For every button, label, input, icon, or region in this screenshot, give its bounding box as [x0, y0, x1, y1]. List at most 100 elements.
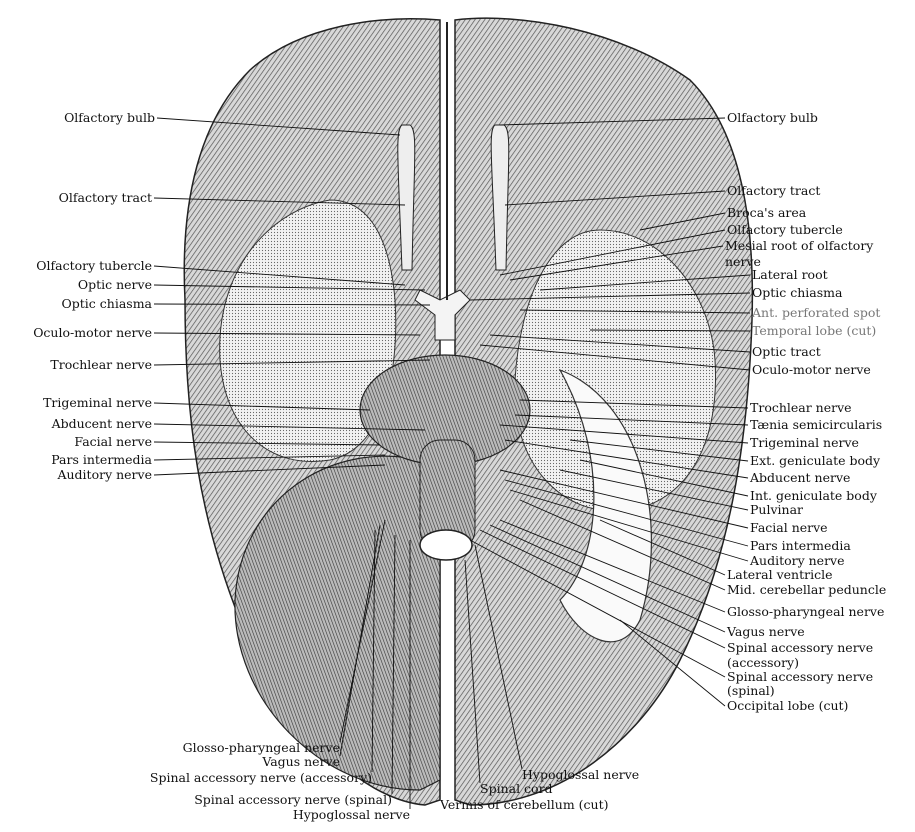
left-olfactory-tract — [397, 124, 416, 271]
label-right: Pars intermedia — [750, 538, 851, 553]
leader-line — [639, 212, 726, 231]
leader-line — [569, 439, 749, 462]
label-right: (spinal) — [727, 683, 775, 698]
label-right: Ant. perforated spot — [751, 305, 880, 320]
leader-line — [504, 439, 749, 479]
leader-line — [153, 303, 431, 306]
label-left: Pars intermedia — [51, 452, 152, 467]
leader-line — [153, 402, 371, 411]
leader-line — [539, 274, 751, 291]
label-right: Occipital lobe (cut) — [727, 698, 848, 713]
label-right: Lateral ventricle — [727, 567, 832, 582]
leader-line — [153, 464, 386, 476]
leader-line — [153, 454, 386, 461]
leader-line — [153, 265, 406, 286]
label-left: Oculo-motor nerve — [33, 325, 152, 340]
leader-line — [519, 499, 726, 591]
leader-line — [479, 529, 726, 649]
label-right: Abducent nerve — [749, 470, 850, 485]
label-right: Spinal accessory nerve — [727, 669, 873, 684]
brain-illustration — [183, 17, 754, 806]
label-left: Facial nerve — [74, 434, 152, 449]
leader-line — [489, 334, 751, 353]
leader-line — [579, 459, 749, 497]
label-right: Temporal lobe (cut) — [752, 323, 876, 338]
leader-line — [339, 524, 381, 757]
occipital-lobe-cut — [558, 368, 652, 643]
leader-line — [499, 519, 726, 613]
label-left: Abducent nerve — [51, 416, 152, 431]
label-right: Int. geniculate body — [750, 488, 878, 503]
leader-line — [519, 309, 751, 314]
label-right: Trigeminal nerve — [750, 435, 859, 450]
label-bottom: Hypoglossal nerve — [293, 807, 410, 822]
leader-line — [153, 423, 426, 431]
leader-line — [479, 344, 751, 371]
right-olfactory-tract — [490, 124, 510, 271]
leader-line — [464, 559, 481, 784]
label-left: Olfactory tubercle — [36, 258, 152, 273]
label-right: Olfactory tubercle — [727, 222, 843, 237]
label-bottom: Hypoglossal nerve — [522, 767, 639, 782]
spinal-cord-section — [419, 529, 473, 561]
label-left: Optic chiasma — [62, 296, 153, 311]
label-right: Pulvinar — [750, 502, 803, 517]
label-right: Ext. geniculate body — [750, 453, 881, 468]
label-left: Optic nerve — [78, 277, 152, 292]
leader-line — [469, 292, 751, 301]
label-right: Broca's area — [727, 205, 807, 220]
leader-line — [599, 519, 726, 576]
label-right: Olfactory tract — [727, 183, 820, 198]
label-bottom: Vagus nerve — [261, 754, 340, 769]
label-right: Optic tract — [752, 344, 821, 359]
label-right: Glosso-pharyngeal nerve — [727, 604, 884, 619]
leader-line — [153, 359, 431, 366]
leader-line — [153, 332, 421, 336]
label-right: Optic chiasma — [752, 285, 843, 300]
label-right: Vagus nerve — [726, 624, 805, 639]
label-right: Spinal accessory nerve — [727, 640, 873, 655]
label-bottom: Glosso-pharyngeal nerve — [183, 740, 340, 755]
leader-line — [499, 117, 726, 126]
leader-lines — [153, 117, 751, 809]
label-bottom: Spinal accessory nerve (spinal) — [194, 792, 392, 807]
leader-line — [153, 197, 406, 206]
label-right: nerve — [725, 254, 761, 269]
leader-line — [509, 489, 749, 562]
leader-line — [504, 479, 749, 547]
label-right: Mesial root of olfactory — [725, 238, 874, 253]
label-right: Lateral root — [752, 267, 828, 282]
leader-line — [559, 469, 749, 511]
label-right: Olfactory bulb — [727, 110, 818, 125]
label-right: (accessory) — [727, 655, 799, 670]
leader-line — [339, 519, 386, 743]
label-right: Trochlear nerve — [750, 400, 852, 415]
label-left: Trochlear nerve — [50, 357, 152, 372]
leader-line — [156, 117, 401, 136]
optic-chiasma-shape — [414, 289, 471, 341]
label-left: Trigeminal nerve — [43, 395, 152, 410]
leader-line — [474, 544, 523, 770]
label-right: Mid. cerebellar peduncle — [727, 582, 886, 597]
label-right: Auditory nerve — [749, 553, 845, 568]
leader-line — [153, 441, 381, 446]
label-left: Auditory nerve — [56, 467, 152, 482]
label-left: Olfactory tract — [59, 190, 152, 205]
label-bottom: Vermis of cerebellum (cut) — [439, 797, 609, 812]
label-right: Facial nerve — [750, 520, 828, 535]
label-bottom: Spinal accessory nerve (accessory) — [150, 770, 372, 785]
leader-line — [619, 619, 726, 707]
leader-line — [499, 469, 749, 529]
label-right: Tænia semicircularis — [750, 417, 882, 432]
leader-line — [509, 245, 724, 281]
leader-line — [391, 534, 396, 795]
leader-line — [499, 424, 749, 444]
label-bottom: Spinal cord — [480, 781, 553, 796]
label-left: Olfactory bulb — [64, 110, 155, 125]
leader-line — [514, 414, 749, 426]
leader-line — [504, 190, 726, 206]
label-right: Oculo-motor nerve — [752, 362, 871, 377]
leader-line — [589, 329, 751, 332]
